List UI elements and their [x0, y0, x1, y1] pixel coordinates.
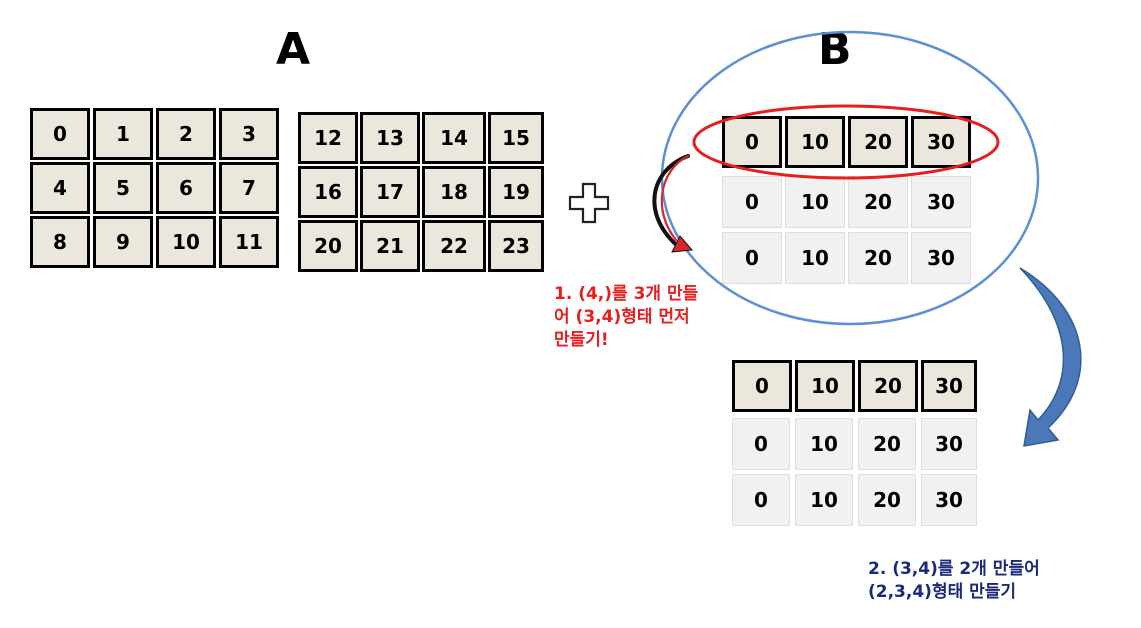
grid-cell: 6 [156, 162, 216, 214]
grid-cell: 20 [848, 116, 908, 168]
plus-outline-icon [568, 182, 610, 224]
step2-note-line: (2,3,4)형태 만들기 [868, 582, 1017, 602]
grid-cell: 0 [722, 232, 782, 284]
red-ellipse [692, 104, 1000, 180]
grid-cell: 3 [219, 108, 279, 160]
grid-cell: 10 [785, 232, 845, 284]
grid-cell: 4 [30, 162, 90, 214]
grid-cell: 23 [488, 220, 544, 272]
grid-cell: 20 [848, 232, 908, 284]
step1-note-line: 1. (4,)를 3개 만들 [554, 284, 699, 304]
curved-arrow-icon [652, 154, 694, 253]
grid-cell: 11 [219, 216, 279, 268]
grid-cell: 13 [360, 112, 420, 164]
curved-arrow-icon [1019, 267, 1082, 447]
grid-cell: 1 [93, 108, 153, 160]
grid-cell: 22 [422, 220, 486, 272]
grid-cell: 0 [732, 360, 792, 412]
label-a: A [276, 24, 311, 75]
grid-cell: 0 [30, 108, 90, 160]
grid-cell: 8 [30, 216, 90, 268]
grid-cell: 15 [488, 112, 544, 164]
grid-cell: 20 [858, 418, 916, 470]
grid-cell: 17 [360, 166, 420, 218]
grid-cell: 20 [858, 474, 916, 526]
grid-cell: 30 [921, 418, 977, 470]
grid-cell: 30 [921, 360, 977, 412]
grid-cell: 30 [921, 474, 977, 526]
grid-cell: 30 [911, 116, 971, 168]
grid-cell: 19 [488, 166, 544, 218]
grid-cell: 0 [732, 418, 790, 470]
grid-cell: 10 [156, 216, 216, 268]
grid-cell: 10 [795, 418, 853, 470]
grid-cell: 9 [93, 216, 153, 268]
grid-cell: 10 [785, 116, 845, 168]
grid-cell: 0 [722, 176, 782, 228]
grid-cell: 2 [156, 108, 216, 160]
grid-cell: 14 [422, 112, 486, 164]
grid-cell: 20 [298, 220, 358, 272]
grid-cell: 21 [360, 220, 420, 272]
grid-cell: 20 [858, 360, 918, 412]
grid-cell: 16 [298, 166, 358, 218]
grid-cell: 30 [911, 232, 971, 284]
grid-cell: 10 [795, 360, 855, 412]
label-b: B [818, 24, 852, 75]
grid-cell: 10 [795, 474, 853, 526]
step2-note: 2. (3,4)를 2개 만들어 (2,3,4)형태 만들기 [868, 558, 1040, 604]
grid-cell: 0 [722, 116, 782, 168]
grid-cell: 7 [219, 162, 279, 214]
step1-note-line: 어 (3,4)형태 먼저 [554, 307, 690, 327]
grid-cell: 0 [732, 474, 790, 526]
step1-note-line: 만들기! [554, 330, 609, 350]
step1-note: 1. (4,)를 3개 만들 어 (3,4)형태 먼저 만들기! [554, 283, 698, 352]
grid-cell: 12 [298, 112, 358, 164]
grid-cell: 30 [911, 176, 971, 228]
grid-cell: 5 [93, 162, 153, 214]
grid-cell: 18 [422, 166, 486, 218]
step2-note-line: 2. (3,4)를 2개 만들어 [868, 559, 1040, 579]
